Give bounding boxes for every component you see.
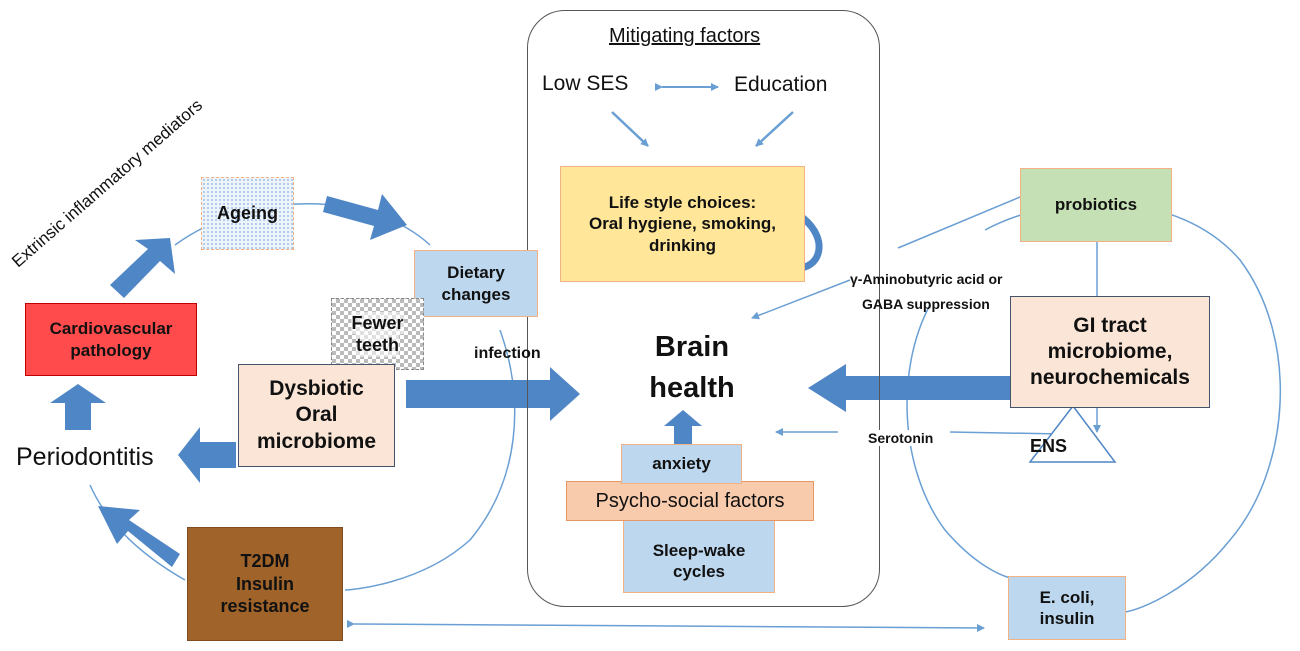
- sleep-wake-line-1: Sleep-wake: [652, 540, 746, 560]
- anxiety-to-brain-arrow: [664, 410, 702, 444]
- gaba-label-line-1: γ-Aminobutyric acid or: [850, 271, 1003, 287]
- cardio-line-2: pathology: [70, 340, 152, 360]
- low-ses-label: Low SES: [542, 72, 629, 95]
- probiotics-box: probiotics: [1020, 168, 1172, 242]
- dysbiotic-to-periodontitis-arrow: [178, 427, 236, 483]
- lifestyle-line-3: drinking: [648, 235, 717, 255]
- dysbiotic-line-2: Oral: [295, 403, 338, 427]
- dysbiotic-line-3: microbiome: [256, 429, 377, 453]
- dysbiotic-oral-microbiome-box: Dysbiotic Oral microbiome: [238, 364, 395, 467]
- gi-line-3: neurochemicals: [1030, 366, 1190, 390]
- brain-health-line-1: Brain: [654, 331, 730, 364]
- education-to-lifestyle-arrow: [755, 111, 794, 147]
- t2dm-to-periodontitis-arrow: [98, 506, 180, 567]
- serotonin-to-ens-arrow: [949, 429, 1063, 438]
- cardio-line-1: Cardiovascular: [49, 319, 173, 339]
- ens-label: ENS: [1030, 436, 1068, 456]
- gi-line-2: microbiome,: [1047, 339, 1173, 363]
- fewer-teeth-box: Fewer teeth: [331, 298, 424, 370]
- gaba-to-brain-arrow: [751, 279, 851, 320]
- right-inner-arc: [906, 304, 1011, 579]
- gi-to-brain-arrow: [808, 364, 1010, 412]
- ageing-label: Ageing: [217, 203, 278, 224]
- lifestyle-line-1: Life style choices:: [608, 193, 757, 213]
- ecoli-line-1: E. coli,: [1039, 587, 1095, 607]
- t2dm-line-3: resistance: [220, 596, 310, 617]
- ageing-box: Ageing: [201, 177, 294, 250]
- brain-health-label: Brain health: [622, 326, 762, 410]
- gaba-label-line-2: GABA suppression: [862, 296, 990, 312]
- gi-tract-box: GI tract microbiome, neurochemicals: [1010, 296, 1210, 408]
- dietary-line-1: Dietary: [447, 263, 505, 283]
- dietary-changes-box: Dietary changes: [414, 250, 538, 317]
- sleep-wake-box: Sleep-wake cycles: [623, 519, 775, 593]
- probiotics-connector-line: [897, 196, 1021, 249]
- dysbiotic-line-1: Dysbiotic: [269, 377, 364, 401]
- probiotics-label: probiotics: [1054, 195, 1138, 215]
- sleep-wake-line-2: cycles: [673, 562, 725, 581]
- t2dm-line-1: T2DM: [240, 551, 290, 572]
- periodontitis-to-cardio-arrow: [50, 384, 106, 430]
- mitigating-factors-title: Mitigating factors: [609, 25, 761, 47]
- ageing-to-dietary-arrow: [323, 194, 407, 240]
- psycho-social-box: Psycho-social factors: [566, 481, 814, 521]
- anxiety-label: anxiety: [652, 454, 711, 474]
- infection-label: infection: [474, 345, 541, 362]
- dietary-line-2: changes: [441, 284, 511, 304]
- education-label: Education: [734, 73, 828, 96]
- dysbiotic-to-brain-arrow: [406, 367, 580, 421]
- t2dm-insulin-resistance-box: T2DM Insulin resistance: [187, 527, 343, 641]
- ecoli-insulin-box: E. coli, insulin: [1008, 576, 1126, 640]
- lowses-to-lifestyle-arrow: [611, 111, 649, 147]
- ecoli-line-2: insulin: [1039, 609, 1095, 628]
- t2dm-ecoli-double-arrow: [346, 619, 985, 632]
- psycho-social-label: Psycho-social factors: [595, 489, 785, 512]
- fewer-teeth-line-1: Fewer: [351, 311, 404, 334]
- serotonin-label: Serotonin: [866, 430, 936, 446]
- cardiovascular-pathology-box: Cardiovascular pathology: [25, 303, 197, 376]
- lifestyle-line-2: Oral hygiene, smoking,: [588, 214, 777, 234]
- fewer-teeth-line-2: teeth: [355, 334, 399, 357]
- ens-triangle: [1028, 404, 1117, 463]
- gi-line-1: GI tract: [1073, 313, 1147, 337]
- periodontitis-label: Periodontitis: [16, 443, 154, 471]
- lifestyle-choices-box: Life style choices: Oral hygiene, smokin…: [560, 166, 805, 282]
- t2dm-line-2: Insulin: [236, 573, 294, 594]
- cardio-to-ageing-arrow: [110, 238, 175, 298]
- brain-health-line-2: health: [649, 372, 735, 404]
- anxiety-box: anxiety: [621, 444, 742, 484]
